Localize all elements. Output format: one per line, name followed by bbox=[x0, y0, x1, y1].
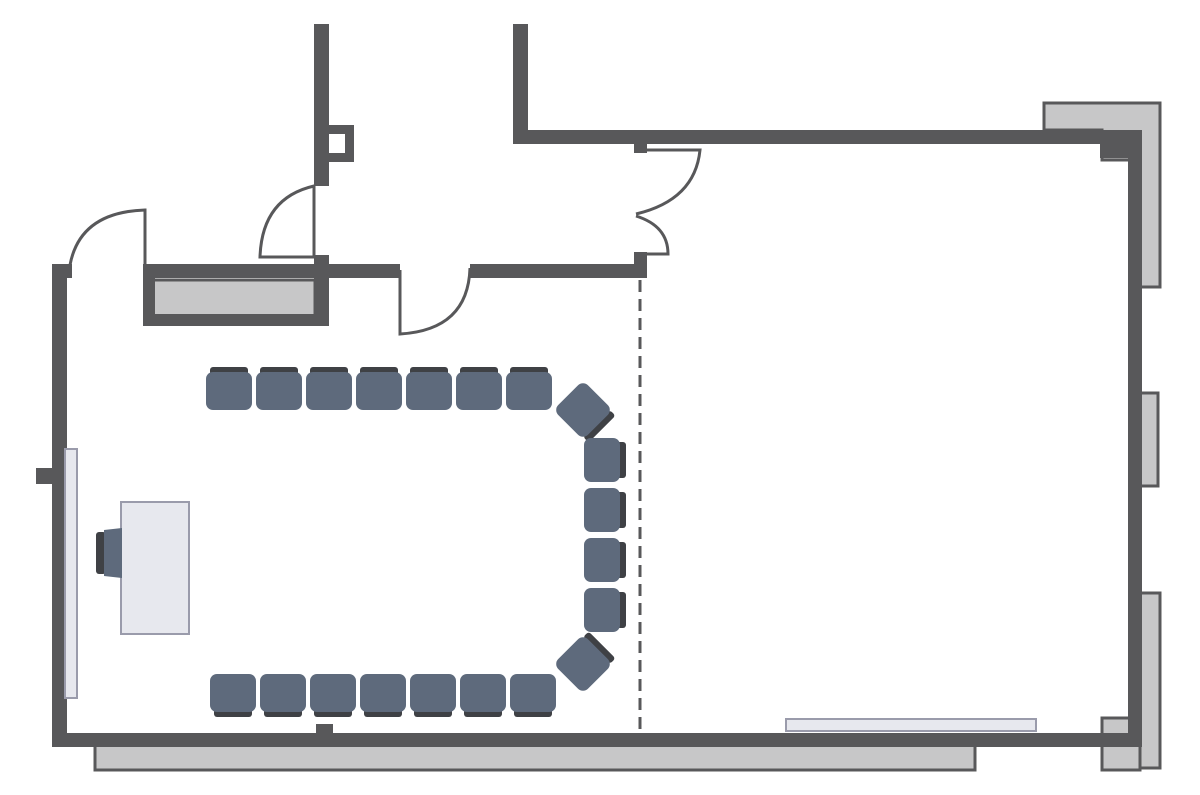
wall-top-door-jamb bbox=[634, 144, 647, 153]
wall-box-right bbox=[314, 255, 329, 326]
seat-right-3 bbox=[584, 538, 626, 582]
seat-top-3 bbox=[306, 367, 352, 410]
whiteboard-bottom bbox=[785, 718, 1037, 732]
seat-bottom-6 bbox=[460, 674, 506, 717]
seat-bottom-4 bbox=[360, 674, 406, 717]
presenter-chair-back bbox=[96, 532, 106, 574]
presenter-chair-seat bbox=[104, 528, 122, 578]
seat-right-2 bbox=[584, 488, 626, 532]
seat-bottom-3 bbox=[310, 674, 356, 717]
wall-corridor-left-nub bbox=[324, 125, 354, 134]
whiteboard-left bbox=[64, 448, 78, 699]
wall-right bbox=[1128, 130, 1142, 747]
pillar-top-left-inner bbox=[151, 278, 317, 320]
wall-corridor-left-nub-b bbox=[324, 153, 354, 162]
wall-box-left bbox=[143, 264, 155, 326]
seat-top-7 bbox=[506, 367, 552, 410]
seat-top-4 bbox=[356, 367, 402, 410]
seat-corner-bottom bbox=[556, 632, 615, 691]
door-left-entrance bbox=[68, 208, 147, 266]
wall-bottom-nub bbox=[316, 724, 333, 736]
wall-corridor-left bbox=[314, 24, 329, 186]
wall-left bbox=[52, 264, 67, 747]
wall-top-long bbox=[513, 130, 1103, 144]
door-corridor bbox=[258, 184, 316, 259]
wall-box-bottom bbox=[143, 314, 328, 326]
pillars bbox=[93, 101, 1162, 772]
seat-top-2 bbox=[256, 367, 302, 410]
wall-bottom bbox=[52, 733, 1142, 747]
wall-inner-top-a bbox=[143, 264, 400, 278]
pillar-right-middle bbox=[1138, 391, 1160, 488]
wall-left-outer-nub bbox=[36, 468, 54, 484]
wall-inner-jamb bbox=[634, 252, 647, 278]
seat-top-1 bbox=[206, 367, 252, 410]
seat-top-5 bbox=[406, 367, 452, 410]
seats-bottom-row bbox=[210, 674, 556, 717]
presenter-chair bbox=[96, 528, 122, 578]
walls bbox=[36, 24, 1142, 747]
wall-corridor-left-nub-c bbox=[345, 125, 354, 162]
presenter-desk bbox=[120, 501, 190, 635]
seat-right-4 bbox=[584, 588, 626, 632]
doors bbox=[68, 148, 702, 336]
seats-right-column bbox=[584, 438, 626, 632]
wall-right-top-return bbox=[1100, 130, 1142, 158]
seat-top-6 bbox=[456, 367, 502, 410]
wall-inner-top-b bbox=[470, 264, 647, 278]
pillar-right-lower bbox=[1138, 591, 1162, 770]
seat-bottom-5 bbox=[410, 674, 456, 717]
door-center bbox=[398, 267, 472, 336]
wall-corridor-right bbox=[513, 24, 528, 144]
door-double-bottom bbox=[635, 214, 670, 256]
seats-top-row bbox=[206, 367, 552, 410]
door-double-top bbox=[635, 148, 702, 216]
seat-bottom-7 bbox=[510, 674, 556, 717]
seat-bottom-2 bbox=[260, 674, 306, 717]
seat-bottom-1 bbox=[210, 674, 256, 717]
wall-left-top-stub bbox=[52, 264, 72, 278]
seat-right-1 bbox=[584, 438, 626, 482]
seat-corner-top bbox=[556, 383, 615, 442]
